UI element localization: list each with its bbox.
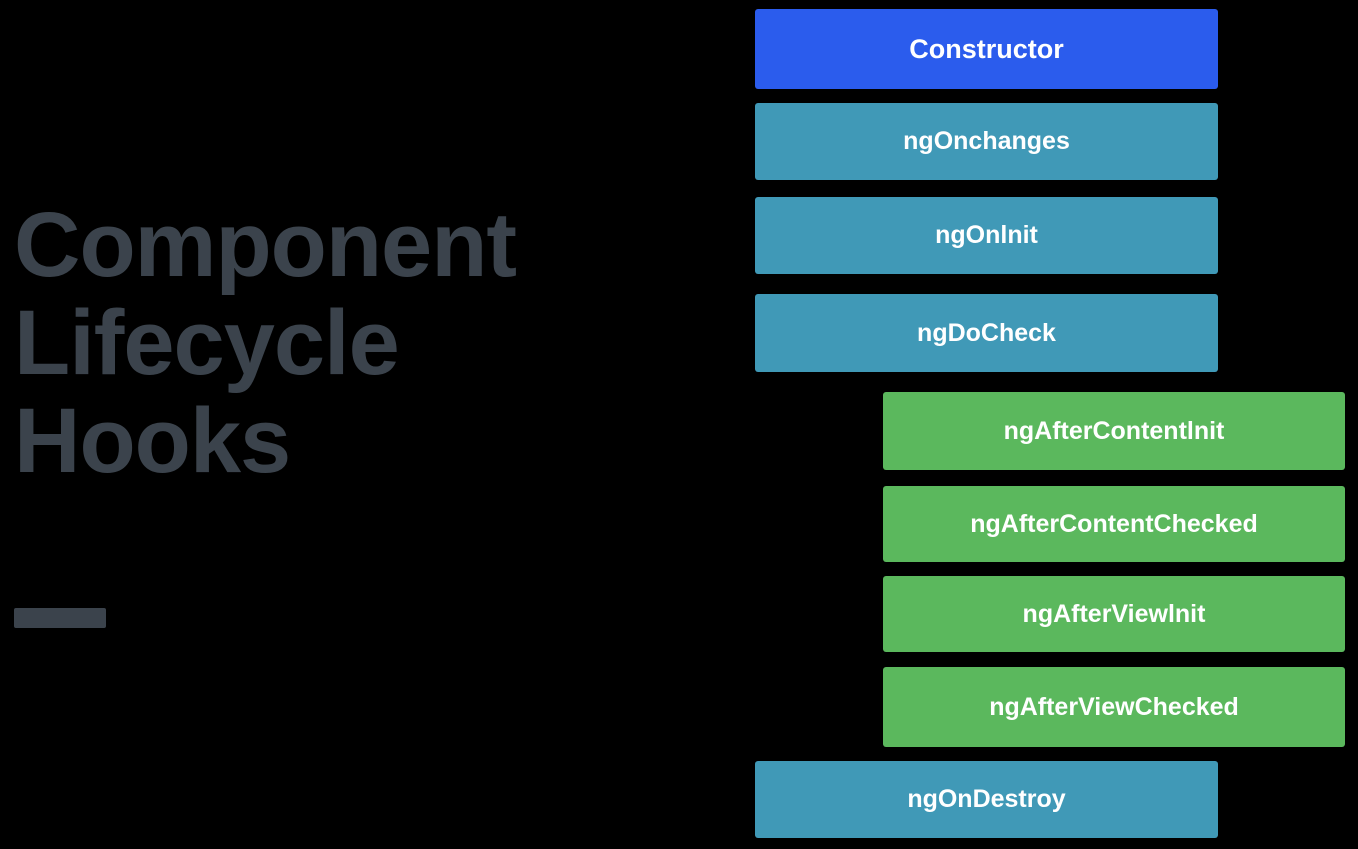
lifecycle-hook-label: Constructor	[909, 33, 1064, 64]
lifecycle-hook-bar[interactable]: ngAfterContentChecked	[883, 486, 1345, 562]
page-title-line-1: Component	[14, 194, 517, 296]
page-title-line-2: Lifecycle	[14, 292, 400, 394]
lifecycle-hook-bar[interactable]: ngDoCheck	[755, 294, 1218, 372]
lifecycle-hook-bar[interactable]: ngOnlnit	[755, 197, 1218, 274]
lifecycle-hook-label: ngOnDestroy	[907, 785, 1066, 813]
lifecycle-hook-bar[interactable]: ngAfterViewlnit	[883, 576, 1345, 652]
lifecycle-hook-label: ngAfterContentChecked	[970, 509, 1258, 538]
lifecycle-hook-bar[interactable]: ngOnchanges	[755, 103, 1218, 180]
lifecycle-hook-label: ngAfterViewlnit	[1022, 599, 1206, 628]
lifecycle-hook-label: ngOnchanges	[903, 127, 1070, 155]
page-title-line-3: Hooks	[14, 390, 291, 492]
lifecycle-hook-bar[interactable]: ngOnDestroy	[755, 761, 1218, 838]
lifecycle-hook-bar[interactable]: Constructor	[755, 9, 1218, 89]
lifecycle-hook-label: ngDoCheck	[917, 318, 1056, 347]
lifecycle-hook-bar[interactable]: ngAfterViewChecked	[883, 667, 1345, 747]
lifecycle-hook-label: ngAfterViewChecked	[989, 692, 1239, 721]
lifecycle-hook-label: ngAfterContentlnit	[1003, 416, 1225, 445]
lifecycle-hook-label: ngOnlnit	[935, 221, 1038, 249]
page-title: Component Lifecycle Hooks	[14, 196, 654, 490]
lifecycle-hook-bar[interactable]: ngAfterContentlnit	[883, 392, 1345, 470]
title-underline-rule	[14, 608, 106, 628]
